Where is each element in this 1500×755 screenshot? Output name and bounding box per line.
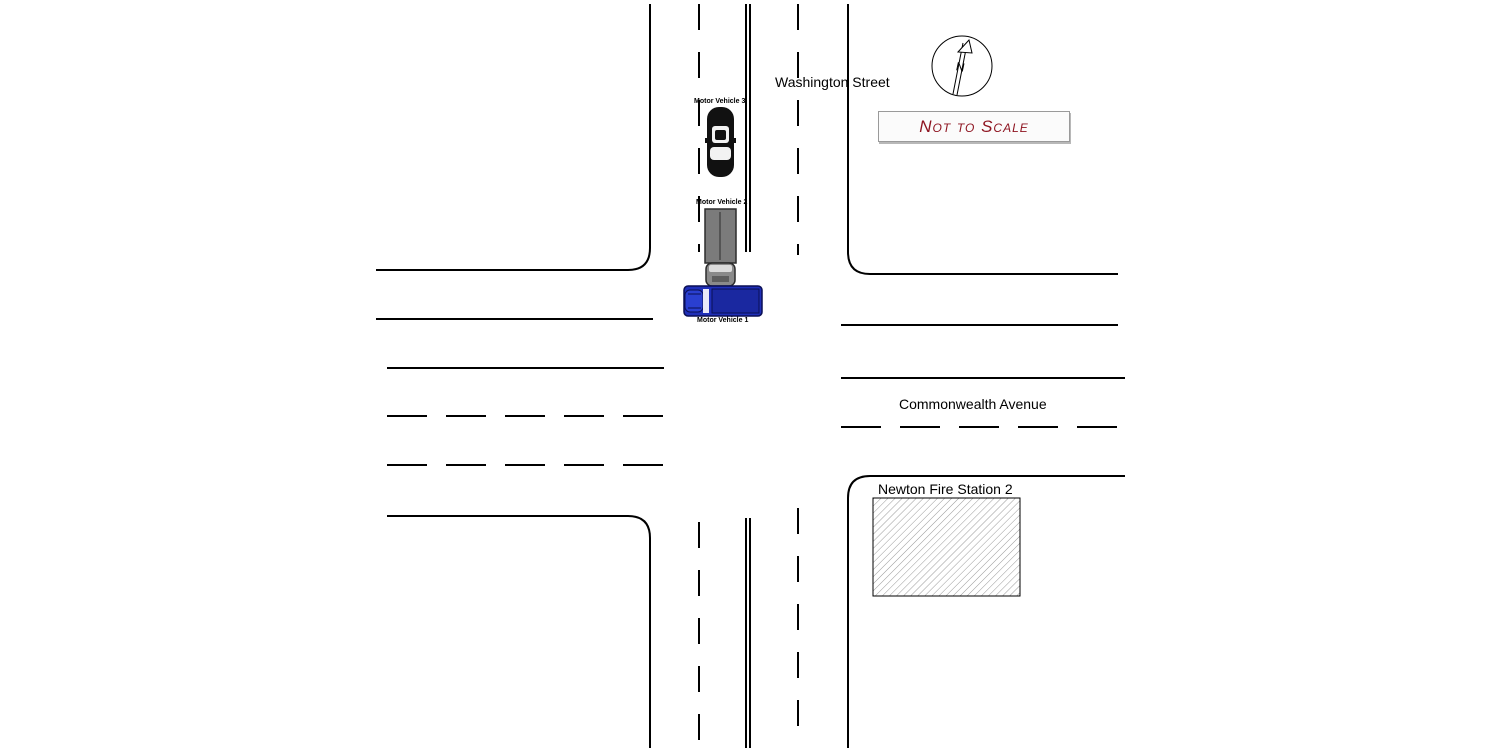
motor-vehicle-2-truck: [704, 208, 737, 287]
washington-street-curbs: [376, 4, 1125, 748]
fire-station-label: Newton Fire Station 2: [878, 481, 1013, 497]
commonwealth-avenue-lane-markings: [376, 318, 1125, 466]
motor-vehicle-3-label: Motor Vehicle 3: [694, 98, 746, 105]
motor-vehicle-1-label: Motor Vehicle 1: [697, 317, 749, 324]
washington-street-label: Washington Street: [775, 74, 890, 90]
washington-street-lane-markings: [698, 4, 799, 748]
motor-vehicle-2-label: Motor Vehicle 2: [696, 199, 748, 206]
north-arrow-icon: [931, 35, 993, 97]
commonwealth-avenue-label: Commonwealth Avenue: [899, 396, 1047, 412]
fire-station-building: [872, 497, 1021, 597]
not-to-scale-text: Not to Scale: [919, 116, 1029, 136]
motor-vehicle-3-sedan: [705, 107, 736, 177]
not-to-scale-badge: Not to Scale: [878, 111, 1070, 142]
motor-vehicle-1-pickup: [683, 285, 763, 317]
